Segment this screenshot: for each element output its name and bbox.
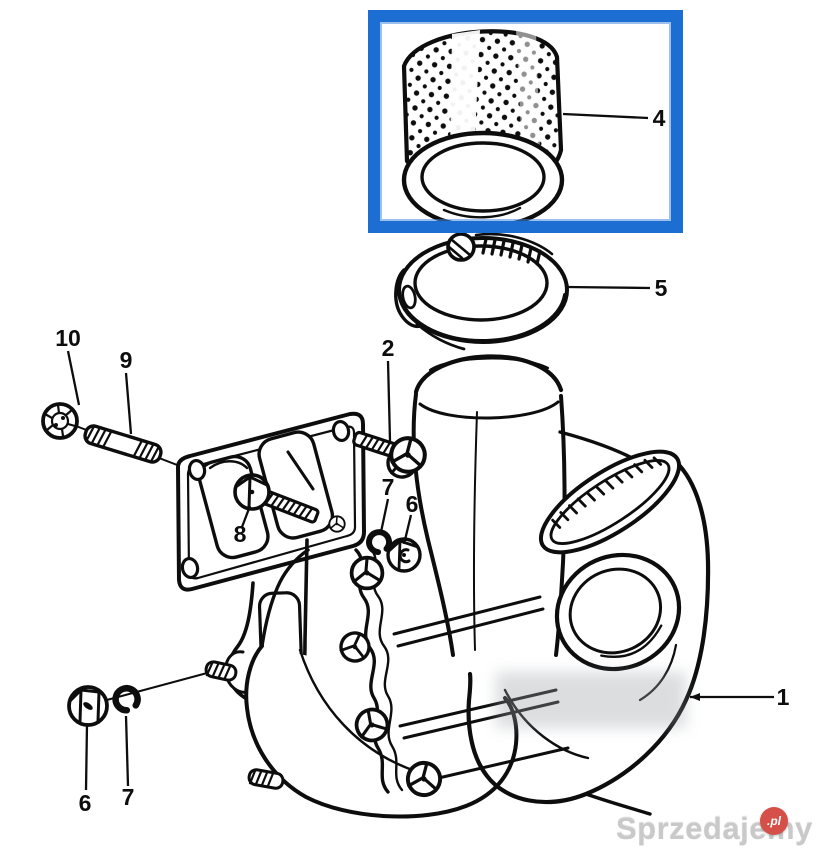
- leader-line-washer-bottom-left: [124, 715, 130, 787]
- part-number-nut-middle: 6: [406, 491, 419, 517]
- leader-line-nut-middle: [402, 514, 413, 545]
- bracket-stud: [204, 660, 238, 682]
- ribbed-inlet-flange: [538, 449, 682, 555]
- watermark-suffix: .pl: [767, 814, 781, 828]
- lock-nut-top-left: [41, 402, 79, 440]
- watermark: Sprzedajemy .pl: [616, 807, 812, 857]
- flange-corner-holes: [180, 419, 351, 580]
- housing-bolt-icon: [349, 555, 385, 591]
- leader-line-flange-stud-bolt: [240, 505, 252, 528]
- flange-stud-bolt: [233, 473, 320, 524]
- part-number-double-end-stud: 9: [120, 347, 133, 373]
- air-filter-element: [401, 29, 565, 230]
- housing-bolt-icon: [335, 627, 375, 667]
- part-number-hex-bolt-upper: 2: [382, 335, 395, 361]
- watermark-pl-badge: .pl: [760, 807, 788, 835]
- part-number-nut-bottom-left: 6: [79, 790, 92, 816]
- hose-clamp: [394, 232, 569, 351]
- washer-middle: [366, 529, 393, 556]
- part-number-washer-bottom-left: 7: [122, 784, 135, 810]
- part-number-hose-clamp: 5: [655, 275, 668, 301]
- washer-bottom-left: [112, 685, 141, 714]
- leader-line-air-filter-element: [562, 112, 649, 120]
- leader-line-lock-nut-top-left: [66, 350, 81, 406]
- compressor-housing: [466, 430, 711, 816]
- nut-bottom-left: [67, 685, 109, 727]
- turbine-housing: [244, 445, 570, 819]
- double-end-stud: [83, 424, 163, 464]
- leader-line-washer-middle: [379, 498, 390, 533]
- leader-line-hose-clamp: [565, 285, 651, 290]
- part-number-washer-middle: 7: [382, 474, 395, 500]
- part-number-flange-stud-bolt: 8: [234, 521, 247, 547]
- housing-stud: [247, 768, 285, 790]
- leader-line-hex-bolt-upper: [386, 360, 392, 442]
- hex-bolt-upper: [352, 430, 428, 475]
- bolt-tip: [328, 515, 346, 533]
- leader-line-nut-bottom-left: [84, 723, 89, 791]
- nut-middle: [386, 537, 422, 573]
- compressor-face-rings: [554, 552, 682, 672]
- part-number-turbocharger-housing: 1: [777, 684, 790, 710]
- part-number-lock-nut-top-left: 10: [55, 325, 81, 351]
- smudge-blur: [496, 672, 686, 728]
- leader-line-double-end-stud: [124, 372, 133, 435]
- highlight-frame: [368, 10, 683, 233]
- part-number-air-filter-element: 4: [653, 105, 666, 131]
- leader-arrowhead-turbocharger-housing: [690, 693, 700, 701]
